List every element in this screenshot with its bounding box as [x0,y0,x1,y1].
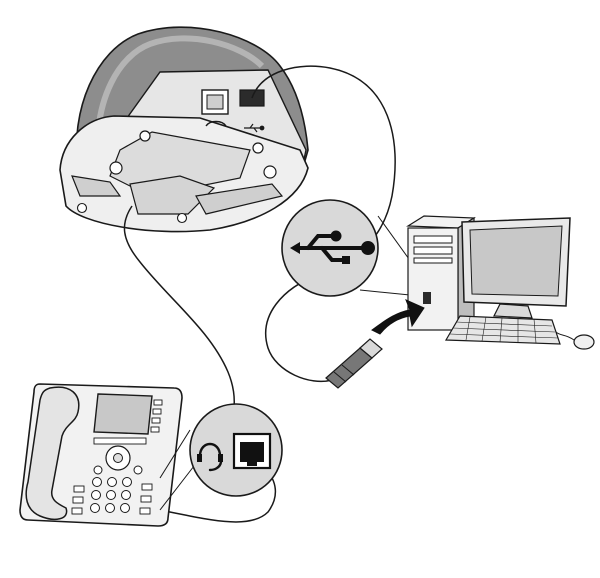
desk-phone [19,383,183,527]
base-dome-highlight [94,35,265,151]
usb-callout [281,199,421,297]
handset [25,386,80,521]
arrow-right-icon [371,299,425,335]
drive-bay [413,246,453,255]
navigation-select [113,453,123,463]
usb-port-symbol-icon [244,123,265,133]
usb-trident-icon [290,230,375,264]
screw-icon [252,142,264,154]
drive-bay [413,235,453,244]
headset-callout-leader [159,465,195,511]
headset-icon [197,442,223,472]
usb-plug-icon [325,338,383,389]
screw-icon [176,212,188,224]
screw-icon [139,130,151,142]
headset-callout-leader [159,429,191,479]
drive-bay [413,257,453,264]
keyboard-keys [449,316,559,344]
phone-cable [123,205,235,441]
base-station [59,26,309,233]
base-foot-left [71,175,122,197]
monitor-stand [493,303,533,319]
softkeys [150,399,163,433]
headset-cable [159,469,277,523]
phone-port-symbol-icon [205,120,227,127]
phone-side-keys [71,483,153,515]
screw-icon [76,202,88,214]
usb-cable [251,65,396,383]
phone-line-keys [93,437,147,445]
headset-callout [159,403,283,511]
cables [123,65,396,523]
base-foot-right [195,183,284,215]
phone-keypad [90,465,143,513]
screw-icon [109,161,123,175]
phone-screen [93,393,153,435]
monitor-screen [469,225,563,297]
base-recess [109,131,251,197]
screw-icon [263,165,277,179]
mouse-cable [555,331,575,341]
mouse [573,334,595,350]
phone-port-inner [206,94,224,110]
desktop-computer [406,215,595,350]
rj-jack-icon [232,432,272,470]
computer-usb-port [423,292,431,304]
